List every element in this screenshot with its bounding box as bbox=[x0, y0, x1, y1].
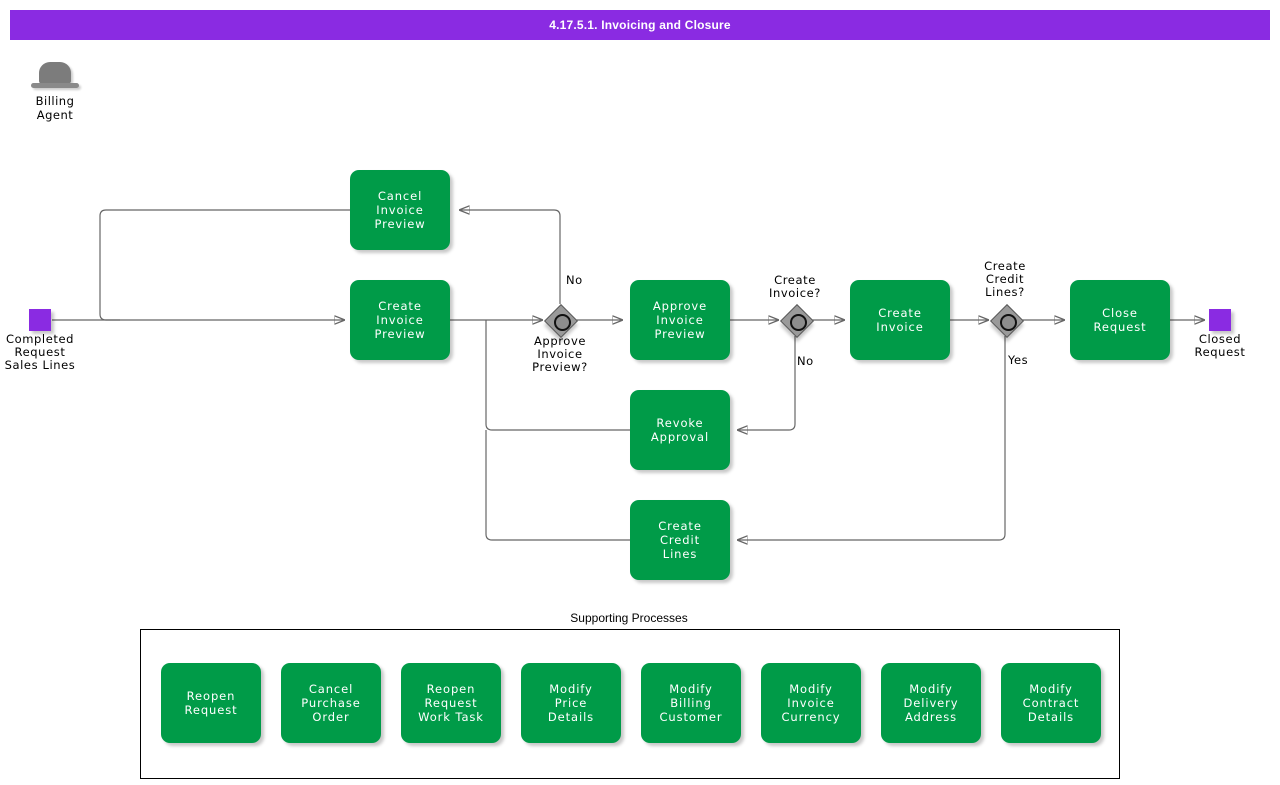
supporting-process-item[interactable]: Modify Contract Details bbox=[1001, 663, 1101, 743]
gateway-ring-icon bbox=[554, 314, 571, 331]
gateway-create-invoice[interactable] bbox=[780, 304, 814, 338]
end-event-label: Closed Request bbox=[1194, 332, 1246, 359]
start-event-label: Completed Request Sales Lines bbox=[4, 332, 76, 372]
task-cancel-invoice-preview[interactable]: Cancel Invoice Preview bbox=[350, 170, 450, 250]
supporting-process-item[interactable]: Modify Price Details bbox=[521, 663, 621, 743]
edge-label-approve-no: No bbox=[566, 273, 583, 287]
supporting-process-label: Modify Contract Details bbox=[1022, 682, 1080, 724]
task-label: Cancel Invoice Preview bbox=[374, 189, 426, 231]
supporting-process-item[interactable]: Reopen Request Work Task bbox=[401, 663, 501, 743]
supporting-process-label: Modify Price Details bbox=[547, 682, 595, 724]
task-create-invoice[interactable]: Create Invoice bbox=[850, 280, 950, 360]
task-label: Close Request bbox=[1093, 306, 1147, 334]
edge-label-create-invoice-no: No bbox=[797, 354, 814, 368]
gateway-label-create-invoice: Create Invoice? bbox=[768, 273, 822, 300]
bowler-hat-icon bbox=[31, 62, 79, 92]
supporting-processes-title: Supporting Processes bbox=[570, 611, 688, 625]
gateway-ring-icon bbox=[1000, 314, 1017, 331]
edge-label-create-credit-lines-yes: Yes bbox=[1008, 353, 1029, 367]
task-label: Create Credit Lines bbox=[658, 519, 702, 561]
task-label: Create Invoice bbox=[876, 306, 924, 334]
task-label: Revoke Approval bbox=[650, 416, 710, 444]
task-revoke-approval[interactable]: Revoke Approval bbox=[630, 390, 730, 470]
end-event-closed-request[interactable] bbox=[1209, 309, 1231, 331]
gateway-label-create-credit-lines: Create Credit Lines? bbox=[984, 259, 1026, 299]
gateway-approve-invoice-preview[interactable] bbox=[544, 304, 578, 338]
supporting-process-item[interactable]: Modify Invoice Currency bbox=[761, 663, 861, 743]
supporting-process-label: Cancel Purchase Order bbox=[301, 682, 361, 724]
actor-billing-agent: Billing Agent bbox=[16, 62, 94, 122]
task-label: Create Invoice Preview bbox=[374, 299, 426, 341]
supporting-process-label: Modify Billing Customer bbox=[659, 682, 723, 724]
title-bar: 4.17.5.1. Invoicing and Closure bbox=[10, 10, 1270, 40]
task-approve-invoice-preview[interactable]: Approve Invoice Preview bbox=[630, 280, 730, 360]
gateway-create-credit-lines[interactable] bbox=[990, 304, 1024, 338]
actor-label: Billing Agent bbox=[35, 94, 75, 122]
supporting-process-item[interactable]: Cancel Purchase Order bbox=[281, 663, 381, 743]
task-close-request[interactable]: Close Request bbox=[1070, 280, 1170, 360]
gateway-label-approve-invoice-preview: Approve Invoice Preview? bbox=[532, 334, 588, 374]
supporting-process-label: Reopen Request Work Task bbox=[418, 682, 484, 724]
page-title: 4.17.5.1. Invoicing and Closure bbox=[549, 18, 731, 32]
supporting-process-item[interactable]: Modify Billing Customer bbox=[641, 663, 741, 743]
supporting-process-item[interactable]: Reopen Request bbox=[161, 663, 261, 743]
supporting-process-item[interactable]: Modify Delivery Address bbox=[881, 663, 981, 743]
task-label: Approve Invoice Preview bbox=[652, 299, 708, 341]
task-create-invoice-preview[interactable]: Create Invoice Preview bbox=[350, 280, 450, 360]
gateway-ring-icon bbox=[790, 314, 807, 331]
supporting-processes-row: Reopen Request Cancel Purchase Order Reope… bbox=[140, 629, 1118, 777]
supporting-process-label: Modify Delivery Address bbox=[903, 682, 959, 724]
supporting-process-label: Modify Invoice Currency bbox=[781, 682, 841, 724]
task-create-credit-lines[interactable]: Create Credit Lines bbox=[630, 500, 730, 580]
supporting-process-label: Reopen Request bbox=[184, 689, 238, 717]
start-event-completed-request-sales-lines[interactable] bbox=[29, 309, 51, 331]
